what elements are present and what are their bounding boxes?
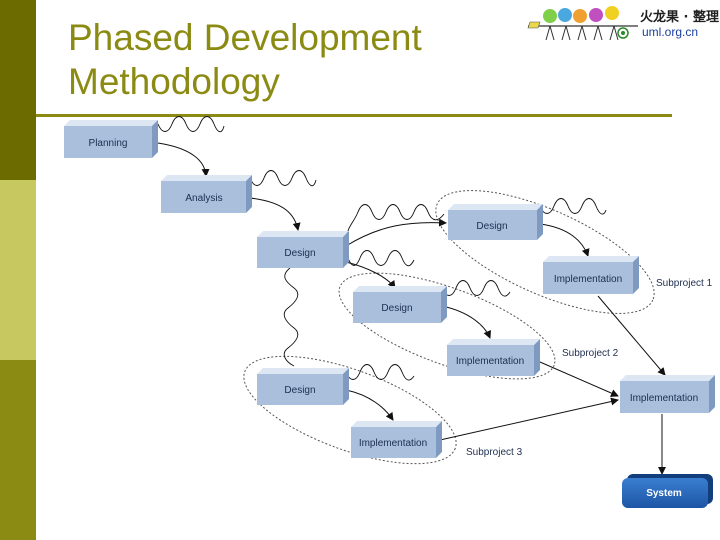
feedback-squiggle-4 <box>539 198 607 215</box>
flow-arrow-sub2-to-final <box>539 361 619 397</box>
logo-graphic <box>527 6 638 41</box>
subproject-3-label: Subproject 3 <box>466 447 523 458</box>
feedback-squiggle-3 <box>345 204 445 239</box>
implementation-final-label: Implementation <box>630 393 698 404</box>
design-sub3-label: Design <box>284 385 315 396</box>
sidebar-band-top <box>0 0 36 180</box>
subproject-3-boundary <box>243 355 457 465</box>
design-sub2-label: Design <box>381 303 412 314</box>
subproject-2-boundary <box>338 272 556 380</box>
flow-arrow-design-sub2-implementation <box>441 305 491 339</box>
implementation-sub3-box: Implementation <box>351 421 442 458</box>
system-label: System <box>646 488 682 499</box>
design-sub2-box: Design <box>353 286 447 323</box>
analysis-box: Analysis <box>161 175 252 213</box>
flow-arrow-design-sub1-implementation <box>539 223 590 257</box>
design-sub1-label: Design <box>476 221 507 232</box>
planning-box: Planning <box>64 120 158 158</box>
flow-arrow-design-design-sub1 <box>345 218 447 247</box>
feedback-squiggle-5 <box>347 250 415 267</box>
design-sub1-box: Design <box>448 204 543 240</box>
feedback-squiggle-1 <box>157 116 225 133</box>
subproject-1-boundary <box>435 190 655 314</box>
design-main-label: Design <box>284 248 315 259</box>
flow-arrow-sub3-to-final <box>439 397 619 441</box>
system-box: System <box>622 474 713 508</box>
implementation-final-box: Implementation <box>620 375 715 413</box>
slide-title: Phased Development Methodology <box>68 16 422 104</box>
analysis-label: Analysis <box>185 193 222 204</box>
subproject-2-label: Subproject 2 <box>562 348 619 359</box>
feedback-squiggle-2 <box>249 170 317 187</box>
flow-arrow-design-design-sub2 <box>345 261 396 289</box>
slide-title-line-1: Phased Development <box>68 17 422 58</box>
implementation-sub2-box: Implementation <box>447 339 540 376</box>
logo-text-url: uml.org.cn <box>642 25 699 39</box>
feedback-squiggle-7 <box>345 364 415 381</box>
design-main-box: Design <box>257 231 349 268</box>
design-sub3-box: Design <box>257 368 349 405</box>
feedback-squiggle-6 <box>441 280 511 297</box>
sidebar-band-middle <box>0 180 36 360</box>
implementation-sub3-label: Implementation <box>359 438 427 449</box>
planning-label: Planning <box>89 138 128 149</box>
implementation-sub1-label: Implementation <box>554 274 622 285</box>
subproject-1-label: Subproject 1 <box>656 278 713 289</box>
feedback-squiggle-8 <box>283 267 299 367</box>
slide-title-line-2: Methodology <box>68 61 280 102</box>
flow-arrow-analysis-design <box>249 197 301 231</box>
implementation-sub1-box: Implementation <box>543 256 639 294</box>
title-underline <box>36 114 672 117</box>
flow-arrow-planning-analysis <box>157 142 210 177</box>
sidebar-band-bottom <box>0 360 36 540</box>
flow-arrow-sub1-to-final <box>597 295 666 376</box>
implementation-sub2-label: Implementation <box>456 356 524 367</box>
flow-arrow-design-sub3-implementation <box>345 389 394 421</box>
logo-text-chinese: 火龙果 · 整理 <box>640 10 719 25</box>
